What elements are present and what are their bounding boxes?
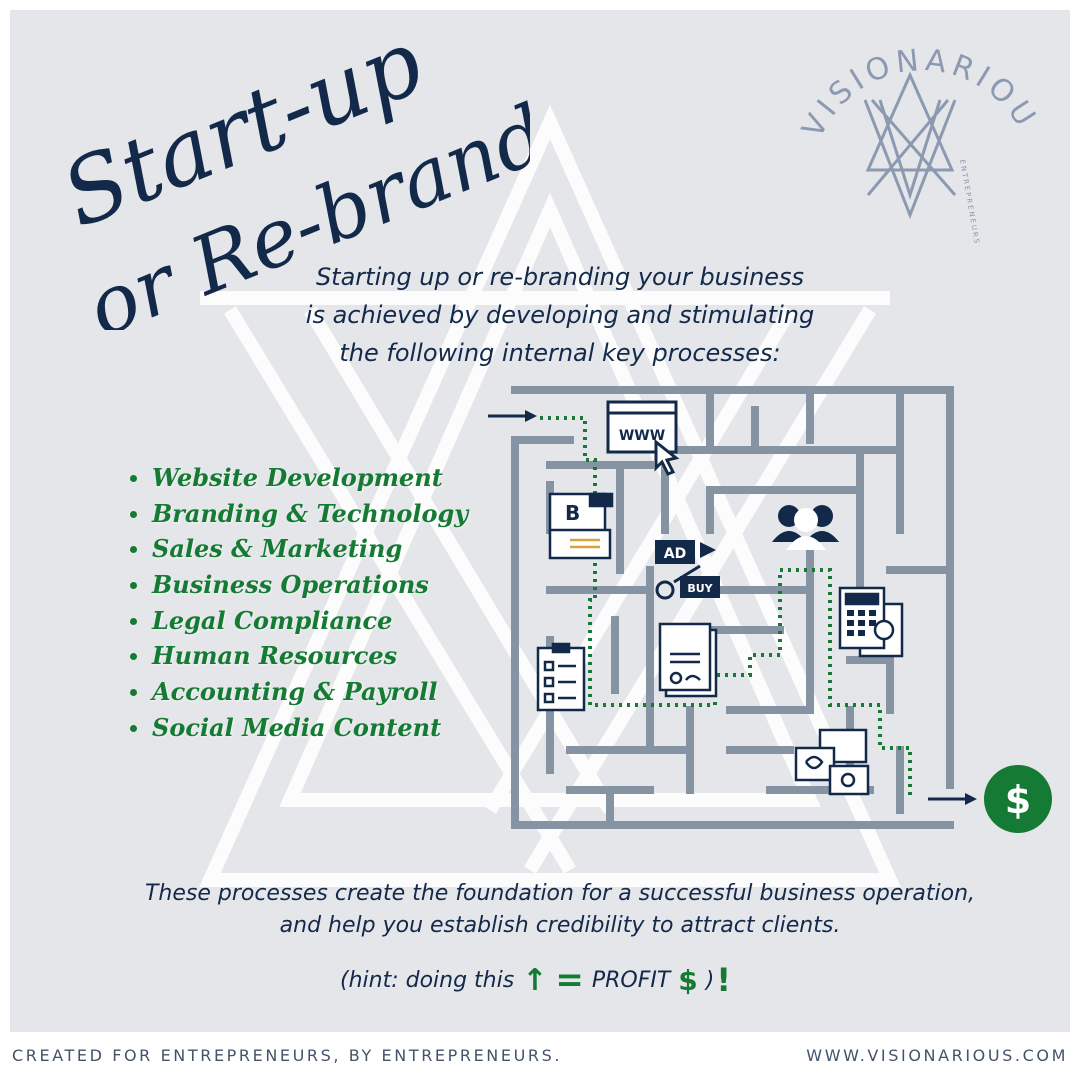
process-item: Accounting & Payroll [130, 674, 468, 710]
website-browser-icon: WWW [606, 400, 680, 476]
process-item: Sales & Marketing [130, 531, 468, 567]
branding-cards-icon: B [548, 492, 614, 560]
process-list: Website Development Branding & Technolog… [130, 460, 468, 746]
social-media-chat-icon [794, 728, 870, 796]
entry-arrow-icon [488, 410, 537, 422]
legal-document-icon [658, 622, 718, 698]
intro-line: Starting up or re-branding your business [315, 263, 805, 291]
headline-script: Start-up or Re-brand? [48, 10, 530, 330]
checklist-clipboard-icon [536, 642, 586, 712]
hint-dollar-icon: $ [678, 963, 698, 997]
dollar-badge-icon: $ [984, 765, 1052, 833]
branding-icon-letter: B [565, 501, 580, 525]
exclamation-icon: ! [716, 961, 731, 999]
process-item: Business Operations [130, 567, 468, 603]
website-icon-label: WWW [619, 428, 665, 444]
maze-illustration: $ WWW B AD [488, 386, 1052, 833]
process-item: Social Media Content [130, 710, 468, 746]
visionarious-logo: VISIONARIOUS ENTREPRENEURS [10, 10, 1040, 246]
ad-icon-label: AD [664, 546, 686, 562]
maze-solution-path [540, 416, 912, 798]
process-item: Human Resources [130, 638, 468, 674]
intro-line: the following internal key processes: [339, 339, 781, 367]
closing-line: and help you establish credibility to at… [279, 913, 841, 938]
hint-suffix: ) [705, 967, 715, 993]
dollar-badge-symbol: $ [1005, 778, 1031, 822]
team-people-icon [772, 505, 839, 550]
up-arrow-icon: ↑ [522, 962, 548, 998]
intro-text: Starting up or re-branding your business… [230, 258, 890, 372]
closing-text: These processes create the foundation fo… [90, 878, 1030, 942]
hint-prefix: (hint: doing this [340, 967, 515, 993]
footer-slogan: CREATED FOR ENTREPRENEURS, BY ENTREPRENE… [12, 1046, 563, 1065]
accounting-calculator-icon [838, 586, 904, 658]
process-item: Legal Compliance [130, 603, 468, 639]
closing-line: These processes create the foundation fo… [144, 881, 976, 906]
intro-line: is achieved by developing and stimulatin… [305, 301, 815, 329]
equals-icon: = [555, 960, 584, 1000]
ad-marketing-icon: AD BUY [655, 540, 720, 600]
buy-icon-label: BUY [687, 582, 713, 595]
hint-profit: PROFIT [591, 967, 671, 993]
footer-website-link[interactable]: WWW.VISIONARIOUS.COM [806, 1046, 1068, 1065]
process-item: Website Development [130, 460, 468, 496]
exit-arrow-icon [928, 793, 977, 805]
process-item: Branding & Technology [130, 496, 468, 532]
profit-hint: (hint: doing this ↑ = PROFIT $ ) ! [340, 958, 731, 1002]
poster-panel: Start-up or Re-brand? VISIONARIOUS ENTRE… [10, 10, 1070, 1032]
